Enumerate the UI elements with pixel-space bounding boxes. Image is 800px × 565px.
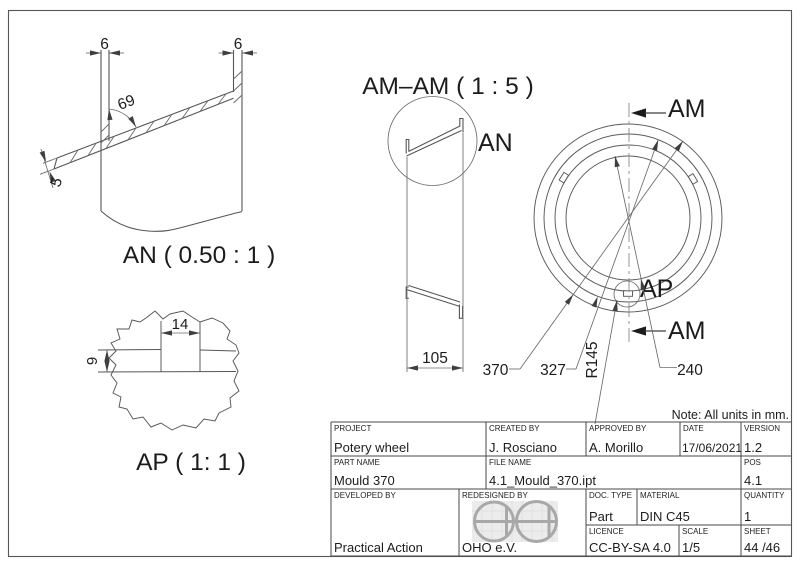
licence-label: LICENCE — [589, 527, 624, 536]
redesigned-by-value: OHO e.V. — [462, 540, 517, 555]
caption-ap: AP ( 1: 1 ) — [136, 449, 246, 476]
date-label: DATE — [683, 424, 704, 433]
licence-value: CC-BY-SA 4.0 — [589, 540, 671, 555]
detail-circle-ap — [613, 280, 641, 308]
dim-outer-diameter: 370 — [483, 362, 509, 379]
doc-type-value: Part — [589, 509, 613, 524]
dim-notch-width: 14 — [172, 316, 189, 333]
view-ap-dimensions — [106, 332, 200, 372]
view-am-section — [405, 117, 464, 319]
file-name-value: 4.1_Mould_370.ipt — [489, 473, 596, 488]
part-name-value: Mould 370 — [334, 473, 395, 488]
view-an-hatching — [69, 70, 243, 163]
approved-by-value: A. Morillo — [589, 440, 643, 455]
view-am-thin-lines — [387, 96, 478, 372]
version-label: VERSION — [744, 424, 780, 433]
dim-notch-radius: R145 — [584, 341, 601, 378]
view-plan-leaders — [509, 139, 684, 425]
scale-value: 1/5 — [682, 540, 700, 555]
material-label: MATERIAL — [640, 491, 680, 500]
quantity-value: 1 — [744, 509, 751, 524]
file-name-label: FILE NAME — [489, 458, 531, 467]
detail-ref-an: AN — [478, 129, 513, 157]
project-value: Potery wheel — [334, 440, 409, 455]
pos-value: 4.1 — [744, 473, 762, 488]
detail-circle-an — [387, 96, 478, 186]
section-label-am-top: AM — [668, 95, 706, 123]
developed-by-label: DEVELOPED BY — [334, 491, 396, 500]
detail-break-boundary — [108, 310, 240, 431]
section-arrow-am-bottom — [631, 326, 666, 336]
part-name-label: PART NAME — [334, 458, 380, 467]
view-an-detail — [53, 50, 243, 232]
material-value: DIN C45 — [640, 509, 690, 524]
dim-angle: 69 — [115, 92, 137, 114]
view-plan-notches — [558, 171, 699, 297]
sheet-value: 44 /46 — [744, 540, 780, 555]
dim-thickness: 5 — [47, 175, 66, 189]
dim-inner-diameter: 240 — [677, 362, 703, 379]
project-label: PROJECT — [334, 424, 371, 433]
developed-by-value: Practical Action — [334, 540, 423, 555]
title-block-cells: PROJECT Potery wheel CREATED BY J. Rosci… — [334, 424, 785, 555]
caption-an: AN ( 0.50 : 1 ) — [123, 242, 276, 269]
title-block-grid — [330, 421, 791, 557]
section-arrow-am-top — [631, 108, 666, 118]
dim-notch-depth: 9 — [84, 357, 101, 365]
quantity-label: QUANTITY — [744, 491, 785, 500]
dim-wall-left: 6 — [100, 36, 109, 53]
view-an-dimensions — [39, 52, 257, 189]
oho-logo — [472, 500, 558, 543]
dim-mid-diameter: 327 — [540, 362, 566, 379]
view-ap-detail — [97, 310, 240, 431]
approved-by-label: APPROVED BY — [589, 424, 647, 433]
created-by-label: CREATED BY — [489, 424, 540, 433]
view-ap-arrowheads — [104, 330, 200, 372]
doc-type-label: DOC. TYPE — [589, 491, 632, 500]
created-by-value: J. Rosciano — [489, 440, 557, 455]
sheet-label: SHEET — [744, 527, 771, 536]
version-value: 1.2 — [744, 440, 762, 455]
redesigned-by-label: REDESIGNED BY — [462, 491, 528, 500]
view-plan-circles — [533, 123, 723, 313]
caption-am-am: AM–AM ( 1 : 5 ) — [362, 73, 534, 100]
scale-label: SCALE — [682, 527, 708, 536]
view-an-arrowheads — [39, 50, 253, 183]
pos-label: POS — [744, 458, 761, 467]
date-value: 17/06/2021 — [682, 441, 742, 455]
dim-wall-right: 6 — [234, 36, 243, 53]
units-note: Note: All units in mm. — [672, 408, 789, 422]
section-label-am-bottom: AM — [668, 317, 706, 345]
dim-width-105: 105 — [422, 350, 448, 367]
